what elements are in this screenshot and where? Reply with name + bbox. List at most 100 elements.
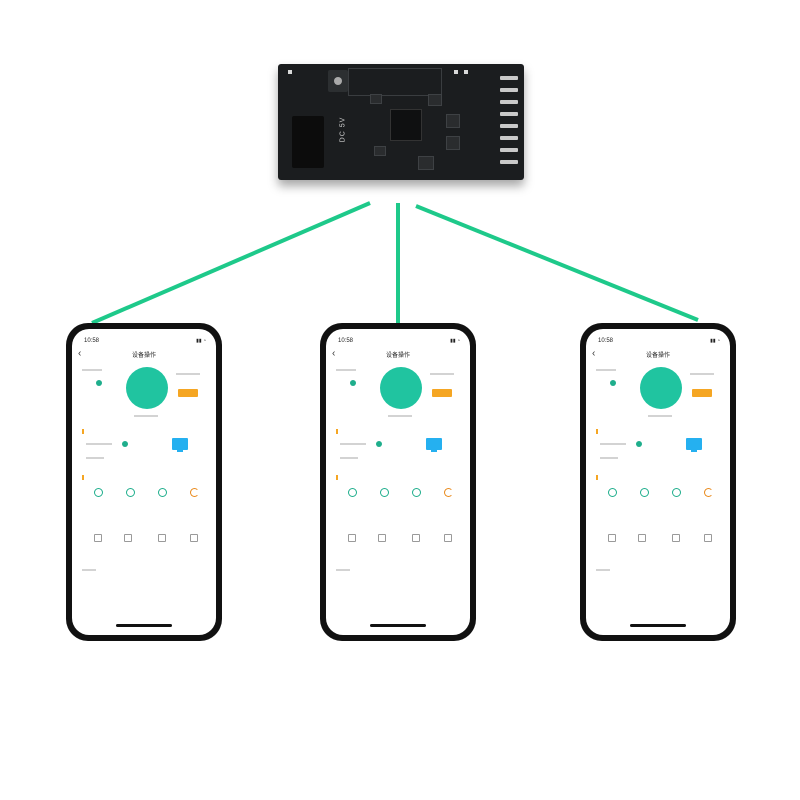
header-pin bbox=[500, 112, 518, 116]
section-marker bbox=[596, 429, 598, 434]
text-line bbox=[86, 457, 104, 459]
grid-icon[interactable] bbox=[124, 534, 132, 542]
component bbox=[446, 114, 460, 128]
grid-icon[interactable] bbox=[704, 534, 712, 542]
power-icon[interactable] bbox=[126, 488, 135, 497]
status-badge bbox=[692, 389, 712, 397]
mcu-chip bbox=[390, 109, 422, 141]
screen-title: 设备操作 bbox=[131, 353, 156, 359]
back-chevron-icon[interactable]: ‹ bbox=[78, 348, 82, 359]
nav-bar: ‹ 设备操作 bbox=[72, 349, 216, 361]
text-line bbox=[82, 569, 96, 571]
antenna-area bbox=[348, 68, 442, 96]
grid-icon[interactable] bbox=[190, 534, 198, 542]
status-time: 10:58 bbox=[338, 338, 354, 344]
refresh-icon[interactable] bbox=[190, 488, 199, 497]
status-icons: ▮▮ ◔ bbox=[196, 338, 206, 344]
power-icon[interactable] bbox=[94, 488, 103, 497]
link-to-phone-3 bbox=[415, 204, 699, 322]
power-icon[interactable] bbox=[348, 488, 357, 497]
section-marker bbox=[336, 429, 338, 434]
nav-bar: ‹ 设备操作 bbox=[326, 349, 470, 361]
text-line bbox=[82, 369, 102, 371]
text-line bbox=[596, 569, 610, 571]
text-line bbox=[134, 415, 158, 417]
led bbox=[454, 70, 458, 74]
toggle-dot[interactable] bbox=[376, 441, 382, 447]
grid-icon[interactable] bbox=[348, 534, 356, 542]
power-icon[interactable] bbox=[672, 488, 681, 497]
monitor-icon bbox=[172, 438, 188, 452]
text-line bbox=[596, 369, 616, 371]
monitor-icon bbox=[686, 438, 702, 452]
section-marker bbox=[596, 475, 598, 480]
text-line bbox=[388, 415, 412, 417]
power-icon[interactable] bbox=[640, 488, 649, 497]
monitor-icon bbox=[426, 438, 442, 452]
power-icon[interactable] bbox=[608, 488, 617, 497]
status-dot bbox=[350, 380, 356, 386]
toggle-dot[interactable] bbox=[122, 441, 128, 447]
screen-title: 设备操作 bbox=[385, 353, 410, 359]
text-line bbox=[340, 457, 358, 459]
status-time: 10:58 bbox=[84, 338, 100, 344]
section-marker bbox=[82, 475, 84, 480]
header-pin bbox=[500, 160, 518, 164]
text-line bbox=[648, 415, 672, 417]
wifi-module-board: DC 5V bbox=[278, 64, 524, 180]
status-dot bbox=[610, 380, 616, 386]
text-line bbox=[340, 443, 366, 445]
status-badge bbox=[178, 389, 198, 397]
text-line bbox=[336, 569, 350, 571]
status-icons: ▮▮ ◔ bbox=[710, 338, 720, 344]
grid-icon[interactable] bbox=[608, 534, 616, 542]
smartphone-1: 10:58 ▮▮ ◔ ‹ 设备操作 bbox=[66, 323, 222, 641]
component bbox=[374, 146, 386, 156]
dc-power-jack bbox=[292, 116, 324, 168]
back-chevron-icon[interactable]: ‹ bbox=[592, 348, 596, 359]
header-pin bbox=[500, 100, 518, 104]
status-time: 10:58 bbox=[598, 338, 614, 344]
app-screen: 10:58 ▮▮ ◔ ‹ 设备操作 bbox=[72, 329, 216, 635]
grid-icon[interactable] bbox=[158, 534, 166, 542]
grid-icon[interactable] bbox=[378, 534, 386, 542]
device-status-circle[interactable] bbox=[380, 367, 422, 409]
smartphone-2: 10:58 ▮▮ ◔ ‹ 设备操作 bbox=[320, 323, 476, 641]
component bbox=[418, 156, 434, 170]
status-icons: ▮▮ ◔ bbox=[450, 338, 460, 344]
status-badge bbox=[432, 389, 452, 397]
text-line bbox=[600, 443, 626, 445]
grid-icon[interactable] bbox=[94, 534, 102, 542]
text-line bbox=[86, 443, 112, 445]
component bbox=[428, 94, 442, 106]
back-chevron-icon[interactable]: ‹ bbox=[332, 348, 336, 359]
home-indicator bbox=[370, 624, 426, 627]
component bbox=[446, 136, 460, 150]
text-line bbox=[336, 369, 356, 371]
toggle-dot[interactable] bbox=[636, 441, 642, 447]
device-status-circle[interactable] bbox=[640, 367, 682, 409]
power-icon[interactable] bbox=[380, 488, 389, 497]
power-icon[interactable] bbox=[158, 488, 167, 497]
grid-icon[interactable] bbox=[444, 534, 452, 542]
home-indicator bbox=[630, 624, 686, 627]
refresh-icon[interactable] bbox=[704, 488, 713, 497]
text-line bbox=[690, 373, 714, 375]
header-pin bbox=[500, 76, 518, 80]
header-pin bbox=[500, 88, 518, 92]
screen-title: 设备操作 bbox=[645, 353, 670, 359]
grid-icon[interactable] bbox=[638, 534, 646, 542]
board-silkscreen: DC 5V bbox=[339, 116, 347, 143]
grid-icon[interactable] bbox=[672, 534, 680, 542]
grid-icon[interactable] bbox=[412, 534, 420, 542]
power-icon[interactable] bbox=[412, 488, 421, 497]
device-status-circle[interactable] bbox=[126, 367, 168, 409]
refresh-icon[interactable] bbox=[444, 488, 453, 497]
smartphone-3: 10:58 ▮▮ ◔ ‹ 设备操作 bbox=[580, 323, 736, 641]
section-marker bbox=[336, 475, 338, 480]
app-screen: 10:58 ▮▮ ◔ ‹ 设备操作 bbox=[326, 329, 470, 635]
text-line bbox=[600, 457, 618, 459]
nav-bar: ‹ 设备操作 bbox=[586, 349, 730, 361]
home-indicator bbox=[116, 624, 172, 627]
